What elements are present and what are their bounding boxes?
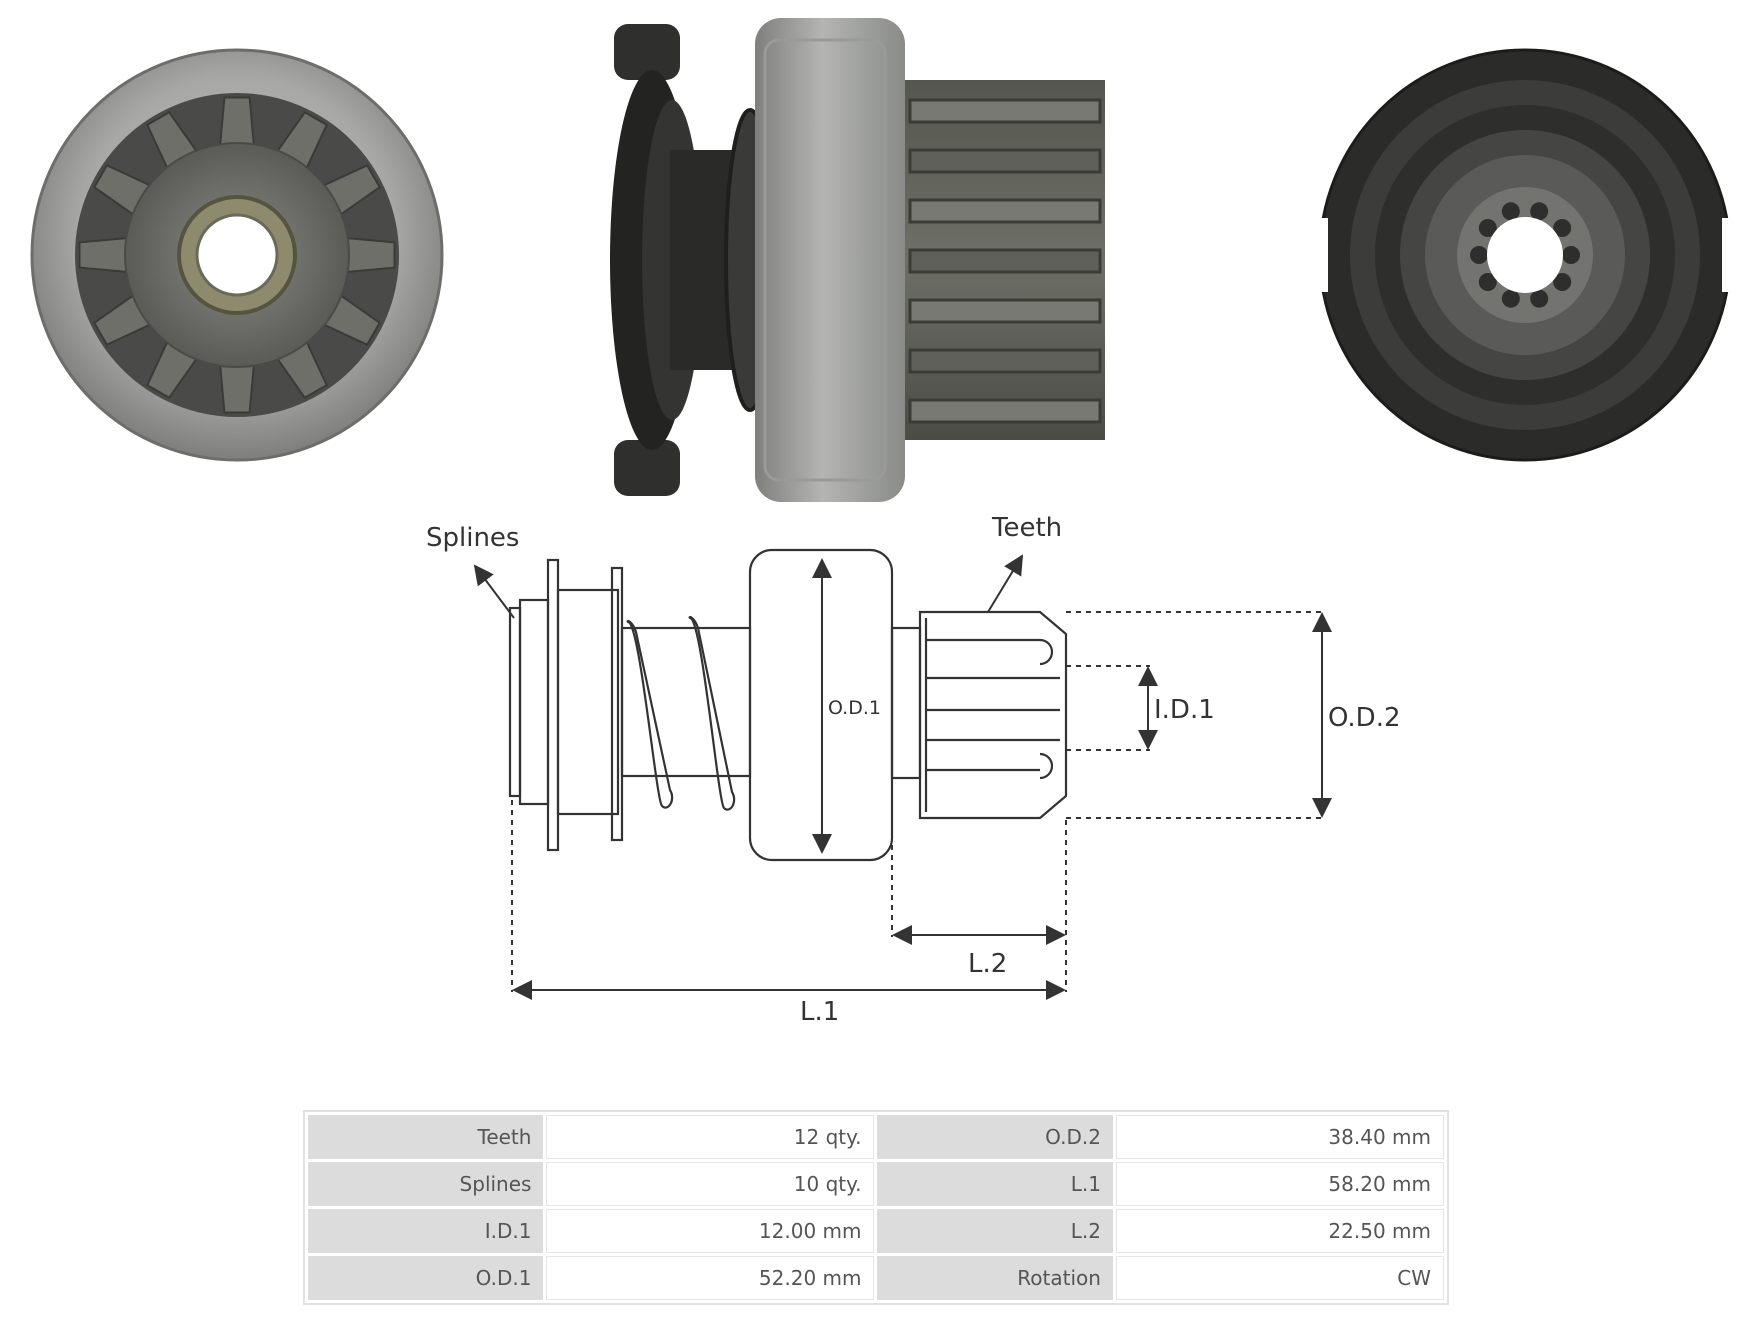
spline-lobe xyxy=(1553,219,1572,237)
spec-value: 12.00 mm xyxy=(546,1209,875,1253)
spline-lobe xyxy=(1470,246,1488,264)
spline-lobe xyxy=(1501,202,1520,221)
pinion-tooth-tip-2 xyxy=(1039,752,1054,780)
gear-tooth xyxy=(218,360,256,414)
thread-shaft xyxy=(620,626,752,778)
pinion-tooth-tip-1 xyxy=(1039,638,1054,666)
spline-end-2 xyxy=(518,598,550,806)
back-bore xyxy=(1487,217,1563,293)
pinion-outline xyxy=(918,610,1068,820)
side-tooth xyxy=(908,198,1102,224)
bore xyxy=(195,213,279,297)
spec-key: Rotation xyxy=(877,1256,1113,1300)
top-tab xyxy=(614,24,680,80)
dimension-drawing: Splines Teeth O.D.1 I.D.1 O.D.2 L.2 L.1 xyxy=(426,513,1401,1027)
bottom-tab xyxy=(614,440,680,496)
thread-1 xyxy=(626,619,674,809)
spec-key: Teeth xyxy=(308,1115,544,1159)
spline-lobe xyxy=(1562,246,1580,264)
spline-lobes xyxy=(1470,202,1580,308)
side-tooth xyxy=(908,398,1102,424)
spline-lobe xyxy=(1553,273,1572,291)
spec-key: O.D.2 xyxy=(877,1115,1113,1159)
flat-right xyxy=(1722,218,1740,292)
side-tooth xyxy=(908,248,1102,274)
spline-end xyxy=(508,606,522,798)
neck xyxy=(890,626,922,780)
housing-band xyxy=(763,38,887,482)
label-splines: Splines xyxy=(426,523,519,553)
side-view-photo xyxy=(610,18,1105,502)
spline-lobe xyxy=(1501,289,1520,308)
side-tooth xyxy=(908,98,1102,124)
spec-value: 22.50 mm xyxy=(1115,1209,1444,1253)
label-teeth: Teeth xyxy=(991,513,1062,543)
spline-lobe xyxy=(1530,202,1549,221)
side-tooth xyxy=(908,298,1102,324)
spline-lobe xyxy=(1478,219,1497,237)
spec-value: 10 qty. xyxy=(546,1162,875,1206)
label-id1: I.D.1 xyxy=(1154,695,1215,725)
spec-key: L.2 xyxy=(877,1209,1113,1253)
spec-key: O.D.1 xyxy=(308,1256,544,1300)
spline-lobe xyxy=(1478,273,1497,291)
front-view-photo xyxy=(30,48,444,462)
side-tooth xyxy=(908,148,1102,174)
spec-key: L.1 xyxy=(877,1162,1113,1206)
spec-key: I.D.1 xyxy=(308,1209,544,1253)
label-od2: O.D.2 xyxy=(1328,703,1401,733)
spec-value: 38.40 mm xyxy=(1115,1115,1444,1159)
clutch-housing xyxy=(755,18,905,502)
pinion-teeth-side xyxy=(908,98,1102,424)
splines-leader xyxy=(473,564,515,619)
side-tooth xyxy=(908,348,1102,374)
thread-2 xyxy=(688,615,736,811)
label-l2: L.2 xyxy=(968,949,1007,979)
label-l1: L.1 xyxy=(800,997,839,1027)
gear-tooth xyxy=(78,236,132,274)
flat-left xyxy=(1310,218,1328,292)
gear-tooth xyxy=(342,236,396,274)
teeth-leader xyxy=(987,554,1024,613)
spec-value: 52.20 mm xyxy=(546,1256,875,1300)
spec-key: Splines xyxy=(308,1162,544,1206)
sleeve xyxy=(556,588,620,816)
back-view-photo xyxy=(1310,48,1740,462)
spec-value: 58.20 mm xyxy=(1115,1162,1444,1206)
spec-value: CW xyxy=(1115,1256,1444,1300)
label-od1: O.D.1 xyxy=(828,697,881,719)
flange-left xyxy=(546,558,560,852)
gear-tooth xyxy=(218,96,256,150)
spline-lobe xyxy=(1530,289,1549,308)
spec-value: 12 qty. xyxy=(546,1115,875,1159)
